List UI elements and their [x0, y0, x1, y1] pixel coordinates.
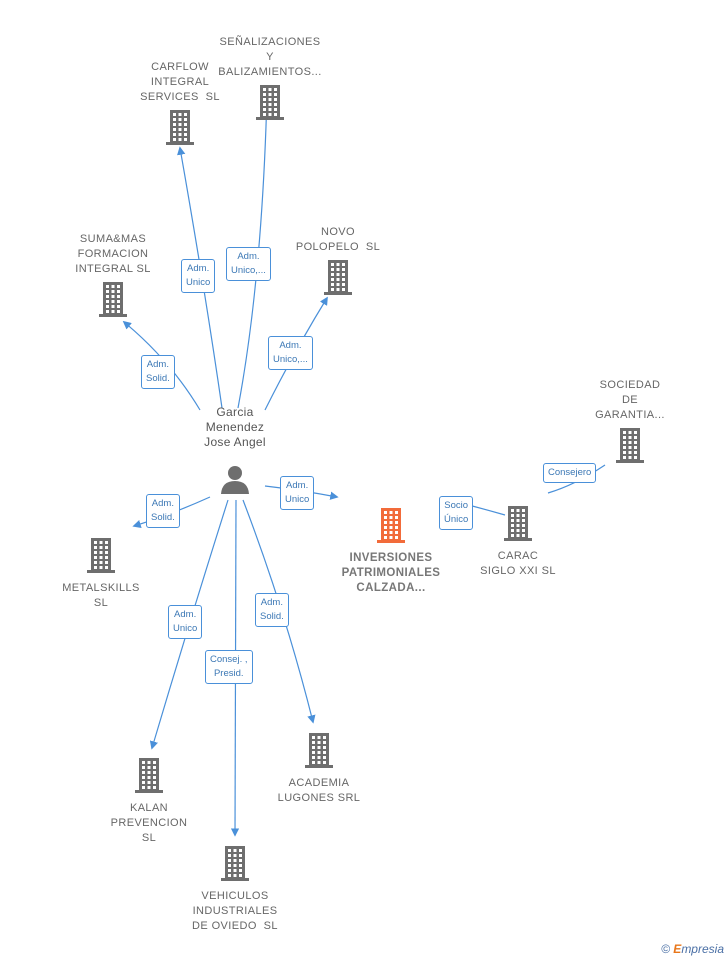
- relation-label-kalan: Adm. Unico: [168, 605, 203, 639]
- company-label-suma: SUMA&MAS FORMACION INTEGRAL SL: [75, 233, 151, 275]
- person-icon: [221, 466, 249, 494]
- relation-label-inversiones: Adm. Unico: [280, 476, 315, 510]
- building-icon: [570, 427, 690, 468]
- company-label-carac: CARAC SIGLO XXI SL: [480, 550, 556, 577]
- company-label-carflow: CARFLOW INTEGRAL SERVICES SL: [140, 61, 220, 103]
- company-node-suma[interactable]: SUMA&MAS FORMACION INTEGRAL SL: [53, 232, 173, 322]
- company-node-vehiculos[interactable]: VEHICULOS INDUSTRIALES DE OVIEDO SL: [175, 845, 295, 934]
- company-label-kalan: KALAN PREVENCION SL: [110, 802, 188, 844]
- company-label-sociedad: SOCIEDAD DE GARANTIA...: [595, 379, 665, 421]
- relation-label-carflow: Adm. Unico: [181, 259, 216, 293]
- company-node-metal[interactable]: METALSKILLS SL: [41, 537, 161, 611]
- company-node-carflow[interactable]: CARFLOW INTEGRAL SERVICES SL: [120, 60, 240, 150]
- building-icon: [278, 259, 398, 300]
- relation-label-suma: Adm. Solid.: [141, 355, 175, 389]
- relation-label-senal: Adm. Unico,...: [226, 247, 271, 281]
- building-icon: [89, 757, 209, 798]
- building-icon: [458, 505, 578, 546]
- company-label-senal: SEÑALIZACIONES Y BALIZAMIENTOS...: [218, 36, 322, 78]
- company-label-novo: NOVO POLOPELO SL: [295, 226, 381, 253]
- person-node[interactable]: Garcia Menendez Jose Angel: [180, 405, 290, 499]
- building-icon: [331, 507, 451, 548]
- copyright-symbol: ©: [661, 942, 670, 956]
- company-label-inversiones: INVERSIONES PATRIMONIALES CALZADA...: [341, 552, 441, 594]
- company-node-sociedad[interactable]: SOCIEDAD DE GARANTIA...: [570, 378, 690, 468]
- building-icon: [259, 732, 379, 773]
- building-icon: [120, 109, 240, 150]
- building-icon: [41, 537, 161, 578]
- company-label-academia: ACADEMIA LUGONES SRL: [277, 777, 361, 804]
- brand-initial: E: [673, 942, 682, 956]
- brand-rest: mpresia: [681, 942, 724, 956]
- company-node-kalan[interactable]: KALAN PREVENCION SL: [89, 757, 209, 846]
- relation-label-metal: Adm. Solid.: [146, 494, 180, 528]
- empresia-logo[interactable]: © Empresia: [661, 942, 724, 956]
- person-name: Garcia Menendez Jose Angel: [204, 405, 266, 449]
- relation-label-novo: Adm. Unico,...: [268, 336, 313, 370]
- building-icon: [175, 845, 295, 886]
- company-label-metal: METALSKILLS SL: [62, 582, 140, 609]
- company-label-vehiculos: VEHICULOS INDUSTRIALES DE OVIEDO SL: [192, 890, 278, 932]
- company-node-senal[interactable]: SEÑALIZACIONES Y BALIZAMIENTOS...: [210, 35, 330, 125]
- building-icon: [53, 281, 173, 322]
- company-node-carac[interactable]: CARAC SIGLO XXI SL: [458, 505, 578, 579]
- relation-label-carac: Socio Único: [439, 496, 474, 530]
- relation-label-vehiculos: Consej. , Presid.: [205, 650, 253, 684]
- company-node-novo[interactable]: NOVO POLOPELO SL: [278, 225, 398, 300]
- building-icon: [210, 84, 330, 125]
- relation-label-academia: Adm. Solid.: [255, 593, 289, 627]
- company-node-academia[interactable]: ACADEMIA LUGONES SRL: [259, 732, 379, 806]
- company-node-inversiones[interactable]: INVERSIONES PATRIMONIALES CALZADA...: [331, 507, 451, 596]
- relation-label-sociedad: Consejero: [543, 463, 597, 483]
